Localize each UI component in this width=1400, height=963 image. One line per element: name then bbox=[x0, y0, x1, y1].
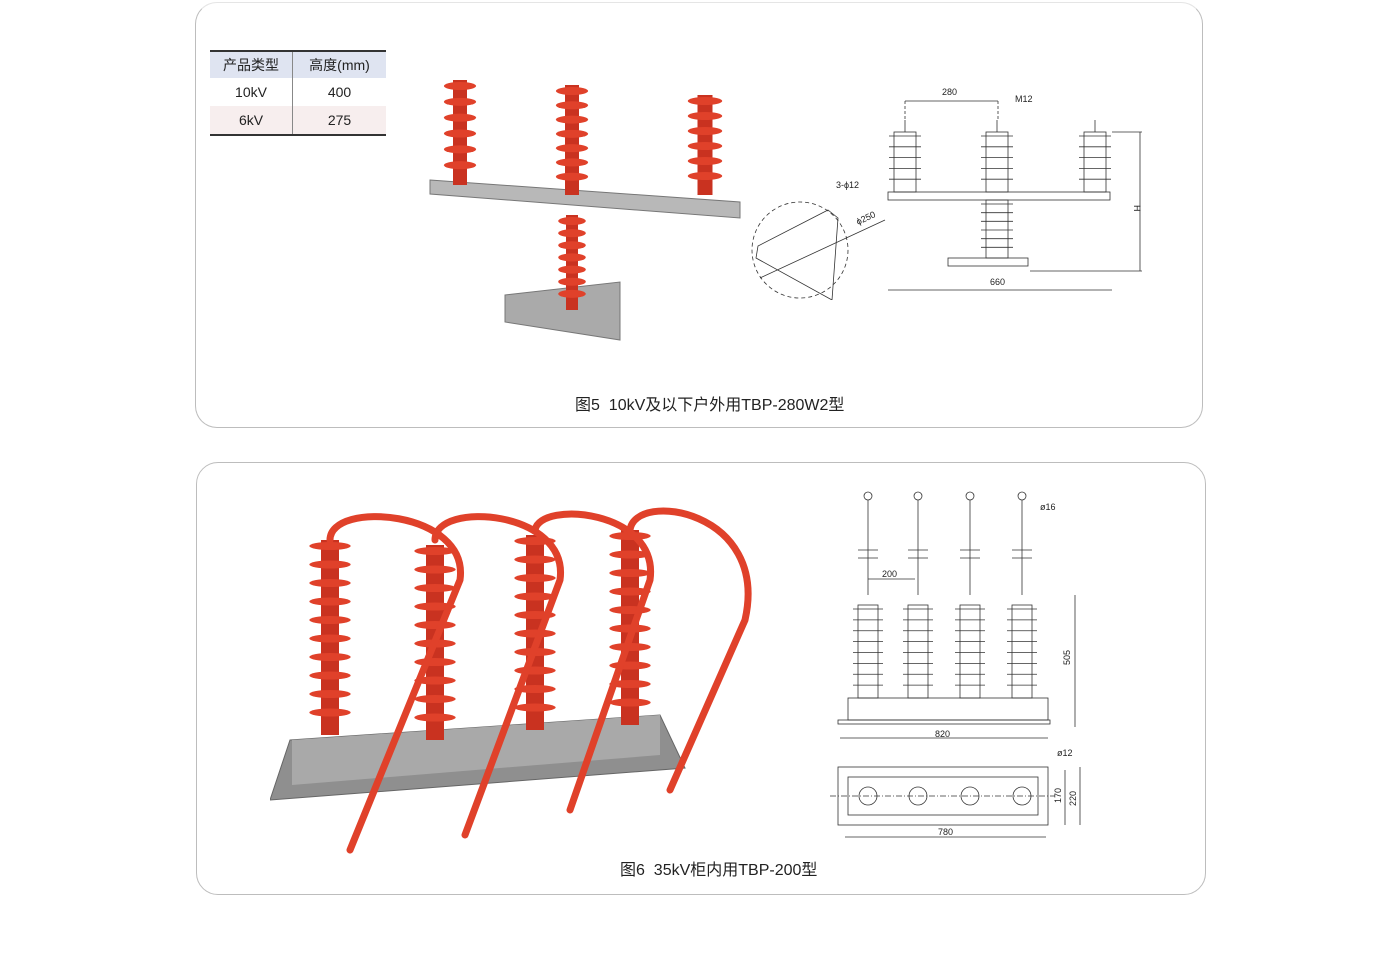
insulator-outline bbox=[955, 604, 985, 699]
table-header-row: 产品类型 高度(mm) bbox=[210, 50, 386, 78]
dim-height: 505 bbox=[1062, 650, 1072, 665]
dim-depth: 220 bbox=[1068, 791, 1078, 806]
cell-height: 275 bbox=[292, 106, 386, 136]
dim-width: 820 bbox=[935, 729, 950, 739]
header-height: 高度(mm) bbox=[292, 50, 386, 78]
crossarm-bracket bbox=[429, 179, 741, 219]
insulator-outline bbox=[903, 604, 933, 699]
dim-height: H bbox=[1132, 205, 1142, 212]
dim-width: 660 bbox=[990, 277, 1005, 287]
insulator-outline bbox=[981, 131, 1013, 193]
insulator-outline bbox=[853, 604, 883, 699]
figure6-caption: 图6 35kV柜内用TBP-200型 bbox=[620, 862, 818, 879]
insulator-outline bbox=[889, 131, 921, 193]
dim-circle: ϕ250 bbox=[855, 209, 877, 227]
dim-spacing: 200 bbox=[882, 569, 897, 579]
insulator-shed-stack bbox=[443, 80, 477, 185]
dim-inner: 170 bbox=[1053, 788, 1063, 803]
figure5-caption: 图5 10kV及以下户外用TBP-280W2型 bbox=[575, 397, 845, 414]
insulator-outline bbox=[1007, 604, 1037, 699]
insulator-shed-stack bbox=[555, 85, 589, 195]
tbp-200-drawing: 820 200 ø16 505 ø12 170 220 780 bbox=[830, 491, 1081, 838]
tbp-280w2-drawing: 280 M12 3-ϕ12 ϕ250 H 660 bbox=[751, 87, 1142, 300]
insulator-shed-stack bbox=[558, 215, 586, 310]
base-plate bbox=[504, 281, 621, 341]
dim-holes: 3-ϕ12 bbox=[836, 180, 859, 190]
tbp-280w2-photo bbox=[429, 80, 741, 341]
insulator-outline bbox=[981, 199, 1013, 259]
header-product-type: 产品类型 bbox=[210, 50, 293, 78]
insulator-outline bbox=[1079, 131, 1111, 193]
tbp-200-photo bbox=[270, 507, 752, 854]
dim-terminal: ø16 bbox=[1040, 502, 1056, 512]
dim-base: 780 bbox=[938, 827, 953, 837]
insulator-shed-stack bbox=[514, 535, 556, 730]
cell-type: 6kV bbox=[210, 106, 293, 136]
cell-type: 10kV bbox=[210, 78, 293, 106]
insulator-shed-stack bbox=[309, 540, 351, 735]
lead-cables bbox=[326, 507, 752, 854]
height-spec-table: 产品类型 高度(mm) 10kV 400 6kV 275 bbox=[210, 50, 386, 136]
insulator-shed-stack bbox=[687, 95, 723, 195]
dim-bolt: M12 bbox=[1015, 94, 1033, 104]
dim-hole: ø12 bbox=[1057, 748, 1073, 758]
cell-height: 400 bbox=[327, 84, 352, 100]
table-row: 10kV 400 bbox=[210, 78, 386, 106]
table-row: 6kV 275 bbox=[210, 106, 386, 136]
dim-spacing: 280 bbox=[942, 87, 957, 97]
